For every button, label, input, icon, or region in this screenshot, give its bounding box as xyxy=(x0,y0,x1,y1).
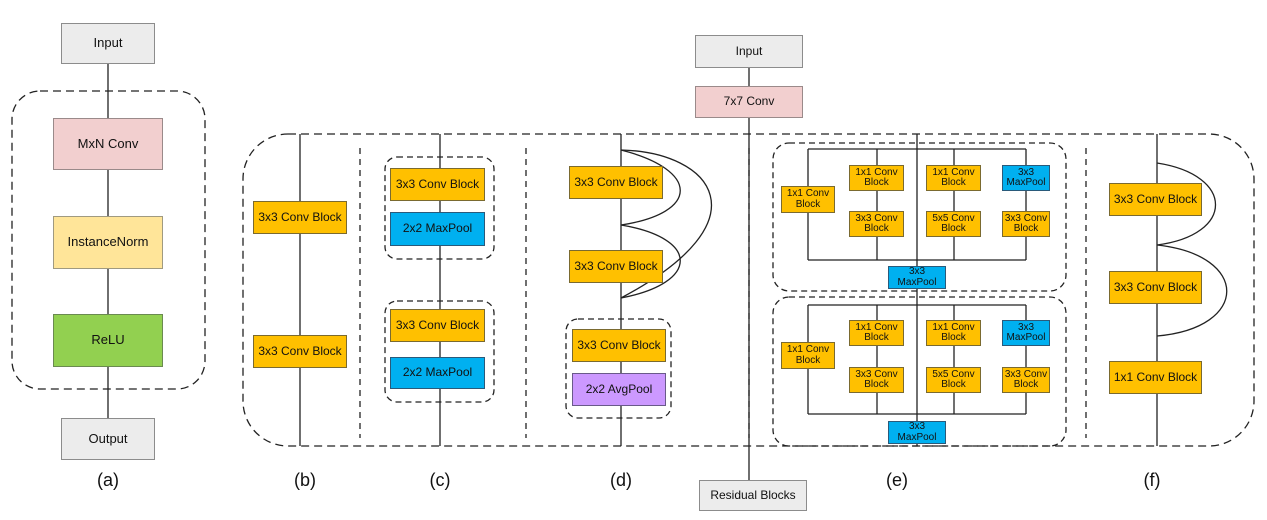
d-conv-block-3: 3x3 Conv Block xyxy=(572,329,666,362)
d-avgpool: 2x2 AvgPool xyxy=(572,373,666,406)
e2-5x5-conv: 5x5 Conv Block xyxy=(926,367,981,393)
output-node: Output xyxy=(61,418,155,460)
b-conv-block-2: 3x3 Conv Block xyxy=(253,335,347,368)
mxn-conv-node: MxN Conv xyxy=(53,118,163,170)
e1-reduce-b-1x1-conv: 1x1 Conv Block xyxy=(926,165,981,191)
c-conv-block-1: 3x3 Conv Block xyxy=(390,168,485,201)
relu-node: ReLU xyxy=(53,314,163,367)
c-maxpool-1: 2x2 MaxPool xyxy=(390,212,485,246)
e1-5x5-conv: 5x5 Conv Block xyxy=(926,211,981,237)
e1-pool-proj-conv: 3x3 Conv Block xyxy=(1002,211,1050,237)
residual-blocks-node: Residual Blocks xyxy=(699,480,807,511)
instance-norm-node: InstanceNorm xyxy=(53,216,163,269)
d-conv-block-2: 3x3 Conv Block xyxy=(569,250,663,283)
f-1x1-conv-block: 1x1 Conv Block xyxy=(1109,361,1202,394)
caption-b: (b) xyxy=(294,470,316,490)
network-input-node: Input xyxy=(695,35,803,68)
e2-pool-proj-conv: 3x3 Conv Block xyxy=(1002,367,1050,393)
e1-reduce-a-1x1-conv: 1x1 Conv Block xyxy=(849,165,904,191)
c-maxpool-2: 2x2 MaxPool xyxy=(390,357,485,389)
d-conv-block-1: 3x3 Conv Block xyxy=(569,166,663,199)
caption-c: (c) xyxy=(429,470,451,490)
residual-blocks-outline xyxy=(242,133,1255,447)
e1-output-maxpool: 3x3 MaxPool xyxy=(888,266,946,289)
stem-7x7-conv-node: 7x7 Conv xyxy=(695,86,803,118)
e2-output-maxpool: 3x3 MaxPool xyxy=(888,421,946,444)
e2-reduce-a-1x1-conv: 1x1 Conv Block xyxy=(849,320,904,346)
e1-pool-branch-maxpool: 3x3 MaxPool xyxy=(1002,165,1050,191)
e2-pool-branch-maxpool: 3x3 MaxPool xyxy=(1002,320,1050,346)
e2-3x3-conv: 3x3 Conv Block xyxy=(849,367,904,393)
b-conv-block-1: 3x3 Conv Block xyxy=(253,201,347,234)
conv-block-group-outline xyxy=(11,90,206,390)
caption-d: (d) xyxy=(610,470,632,490)
f-conv-block-1: 3x3 Conv Block xyxy=(1109,183,1202,216)
caption-f: (f) xyxy=(1143,470,1161,490)
input-node: Input xyxy=(61,23,155,64)
e1-branch-1x1-conv: 1x1 Conv Block xyxy=(781,186,835,213)
e1-3x3-conv: 3x3 Conv Block xyxy=(849,211,904,237)
c-conv-block-2: 3x3 Conv Block xyxy=(390,309,485,342)
e2-reduce-b-1x1-conv: 1x1 Conv Block xyxy=(926,320,981,346)
caption-a: (a) xyxy=(97,470,119,490)
e2-branch-1x1-conv: 1x1 Conv Block xyxy=(781,342,835,369)
caption-e: (e) xyxy=(886,470,908,490)
f-conv-block-2: 3x3 Conv Block xyxy=(1109,271,1202,304)
